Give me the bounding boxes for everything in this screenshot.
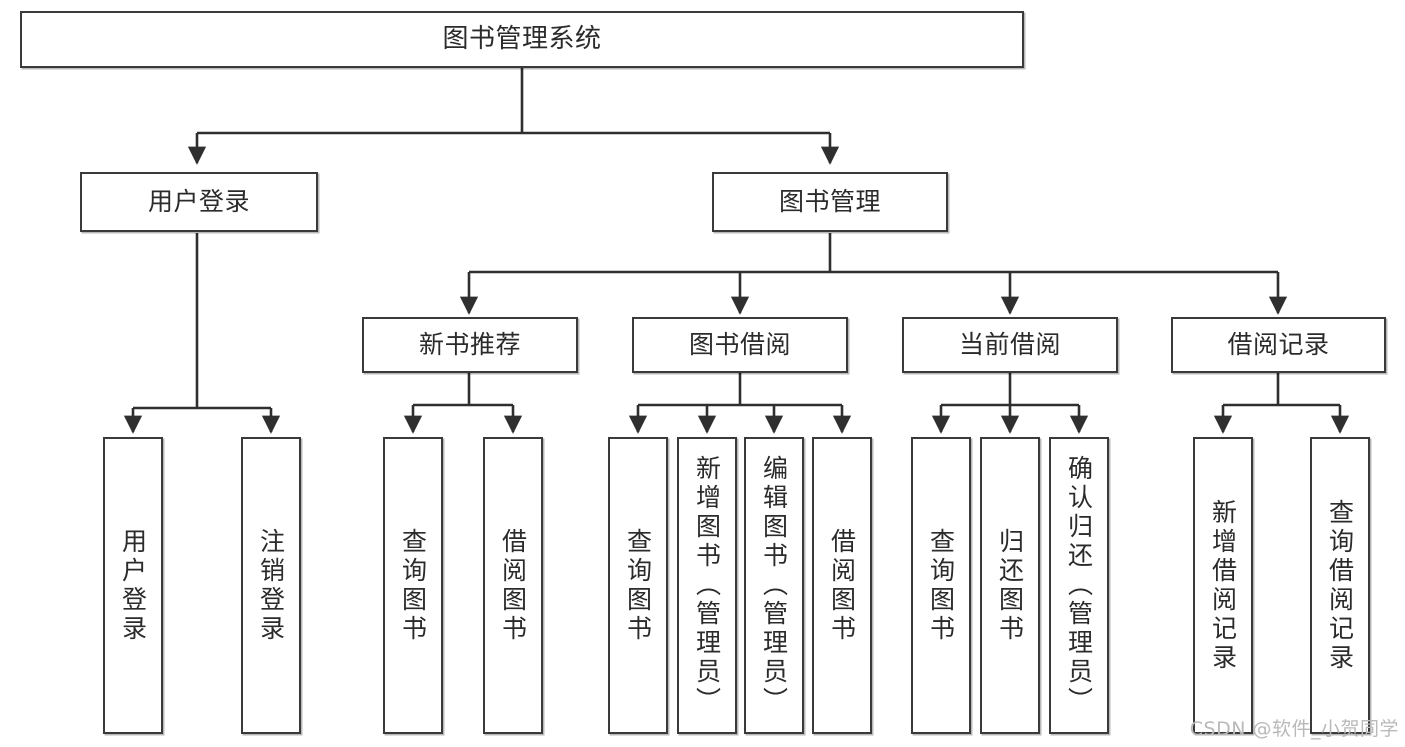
node-label: 借阅记录: [1227, 330, 1330, 360]
leaf-return-book[interactable]: 归还图书: [980, 437, 1040, 734]
node-label: 新增借阅记录: [1208, 498, 1238, 673]
leaf-add-book-admin[interactable]: 新增图书（管理员）: [677, 437, 737, 734]
node-new-book-recommendation[interactable]: 新书推荐: [362, 317, 578, 373]
node-book-management[interactable]: 图书管理: [712, 172, 948, 232]
node-root-book-management-system[interactable]: 图书管理系统: [20, 11, 1024, 68]
leaf-borrow-book-new-rec[interactable]: 借阅图书: [483, 437, 543, 734]
leaf-add-borrow-record[interactable]: 新增借阅记录: [1193, 437, 1253, 734]
leaf-confirm-return-admin[interactable]: 确认归还（管理员）: [1049, 437, 1109, 734]
csdn-watermark: CSDN @软件_小贺同学: [1189, 718, 1399, 740]
leaf-user-login[interactable]: 用户登录: [103, 437, 163, 734]
node-label: 图书借阅: [688, 330, 791, 360]
node-borrowing-record[interactable]: 借阅记录: [1171, 317, 1386, 373]
leaf-borrow-book-borrow[interactable]: 借阅图书: [812, 437, 872, 734]
leaf-edit-book-admin[interactable]: 编辑图书（管理员）: [744, 437, 804, 734]
node-label: 用户登录: [118, 527, 148, 644]
node-label: 编辑图书（管理员）: [759, 455, 789, 716]
node-label: 借阅图书: [827, 527, 857, 644]
node-label: 归还图书: [995, 527, 1025, 644]
node-label: 查询图书: [398, 527, 428, 644]
node-label: 查询图书: [926, 527, 956, 644]
node-book-borrowing[interactable]: 图书借阅: [632, 317, 848, 373]
node-label: 注销登录: [256, 527, 286, 644]
leaf-query-book-current[interactable]: 查询图书: [911, 437, 971, 734]
node-label: 新增图书（管理员）: [692, 455, 722, 716]
node-label: 用户登录: [147, 187, 250, 217]
node-label: 借阅图书: [498, 527, 528, 644]
node-label: 查询借阅记录: [1325, 498, 1355, 673]
node-label: 当前借阅: [958, 330, 1061, 360]
leaf-logout[interactable]: 注销登录: [241, 437, 301, 734]
node-label: 图书管理: [778, 187, 881, 217]
node-current-borrowing[interactable]: 当前借阅: [902, 317, 1118, 373]
leaf-query-borrow-record[interactable]: 查询借阅记录: [1310, 437, 1370, 734]
leaf-query-book-borrow[interactable]: 查询图书: [608, 437, 668, 734]
leaf-query-book-new-rec[interactable]: 查询图书: [383, 437, 443, 734]
node-user-login[interactable]: 用户登录: [80, 172, 318, 232]
node-label: 图书管理系统: [442, 24, 602, 55]
node-label: 新书推荐: [418, 330, 521, 360]
node-label: 确认归还（管理员）: [1064, 455, 1094, 716]
node-label: 查询图书: [623, 527, 653, 644]
